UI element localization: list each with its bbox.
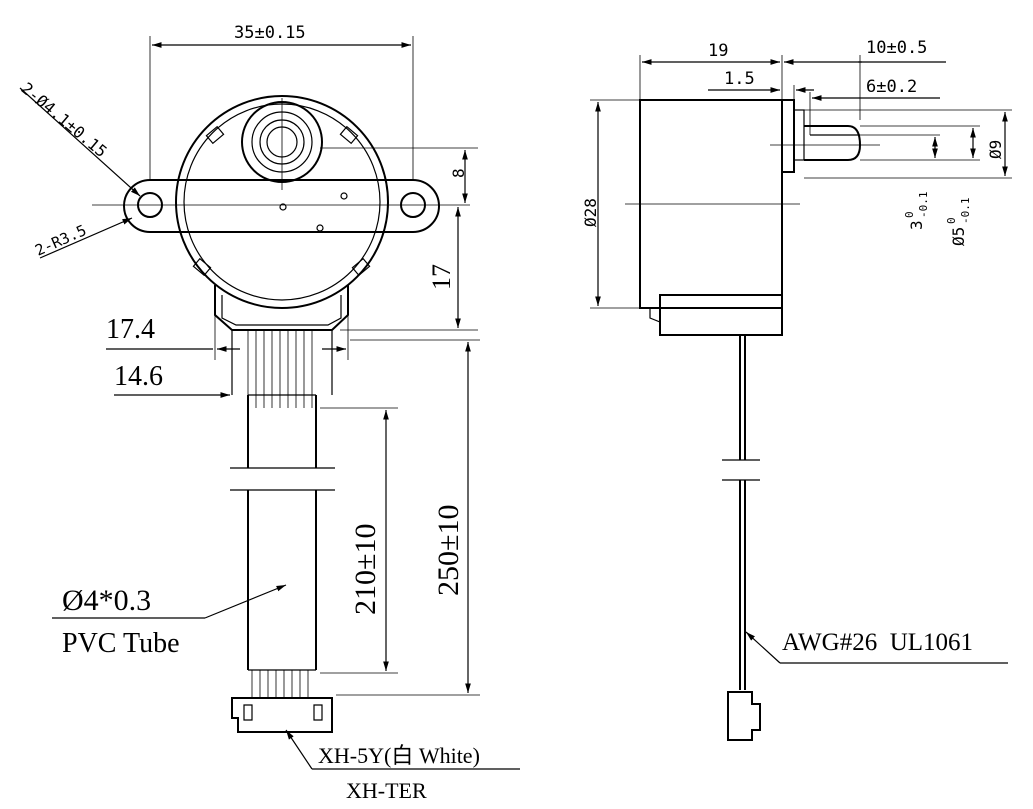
motor-body	[175, 95, 389, 309]
flat-3-tol-top: 0	[903, 211, 916, 218]
connector-side	[727, 691, 761, 741]
length-250-dimension: 250±10	[432, 505, 465, 596]
shaft-length-dimension: 10±0.5	[866, 38, 927, 58]
flat-3-dimension: 3	[907, 220, 926, 230]
side-view: 19 10±0.5 1.5 6±0.2 Ø28 Ø9	[581, 38, 1012, 741]
flat-3-tol-bot: -0.1	[917, 192, 930, 219]
dia-5-tol-bot: -0.1	[959, 198, 972, 225]
xh-connector	[231, 697, 333, 733]
front-view: 35±0.15 2-Ø4.1±0.15 2-R3.5 8 17 17.4 14.…	[17, 23, 520, 803]
wire-housing-side	[659, 294, 783, 336]
shaft-boss-side	[781, 99, 795, 173]
length-210-dimension: 210±10	[349, 524, 382, 615]
tube-size-label: Ø4*0.3	[62, 584, 151, 617]
hole-dimension: 2-Ø4.1±0.15	[17, 79, 110, 162]
diameter-5-dimension: Ø5	[949, 227, 968, 246]
terminal-label: XH-TER	[346, 778, 427, 803]
offset-17-dimension: 17	[427, 264, 456, 290]
connector-label: XH-5Y(白 White)	[318, 743, 480, 768]
diameter-9-dimension: Ø9	[986, 140, 1005, 159]
width-dimension: 35±0.15	[234, 23, 306, 43]
pvc-tube	[247, 395, 317, 670]
radius-dimension: 2-R3.5	[32, 221, 89, 259]
flange-dimension: 1.5	[724, 69, 755, 89]
body-length-dimension: 19	[708, 41, 728, 61]
flat-length-dimension: 6±0.2	[866, 77, 917, 97]
offset-8-dimension: 8	[449, 168, 468, 178]
wire-label: AWG#26 UL1061	[782, 629, 973, 656]
mounting-flange	[123, 179, 440, 233]
diameter-28-dimension: Ø28	[581, 198, 600, 227]
dia-5-tol-top: 0	[945, 217, 958, 224]
width-17-4-dimension: 17.4	[106, 314, 155, 345]
motor-shaft	[804, 125, 862, 161]
width-14-6-dimension: 14.6	[114, 361, 163, 392]
tube-label: PVC Tube	[62, 628, 180, 659]
connector-wires	[251, 670, 309, 698]
